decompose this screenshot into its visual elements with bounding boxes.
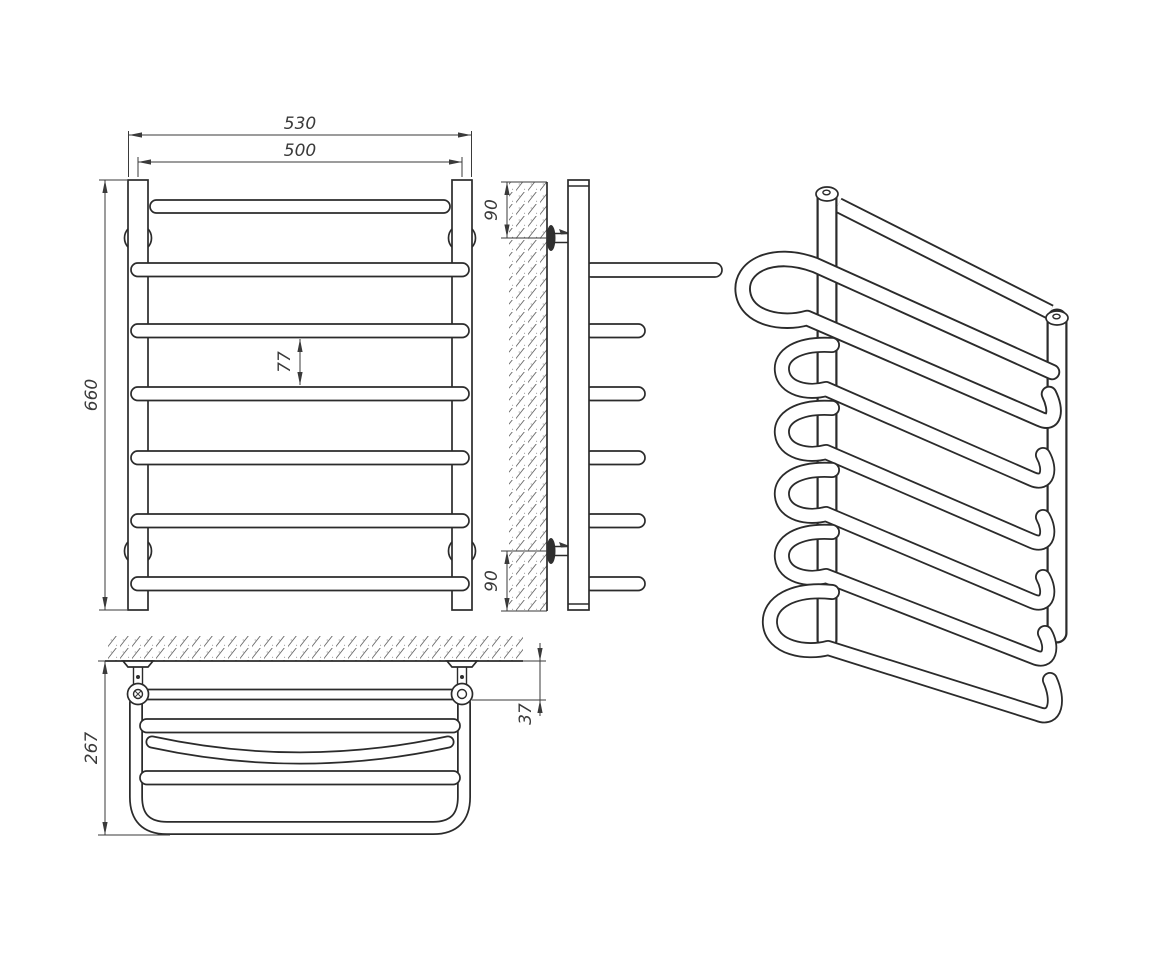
post-left-screw-3d [822,189,831,196]
flush-rail-plan [147,688,453,701]
post-end-caps [568,185,589,605]
rung-stub [583,576,646,592]
dim-530: 530 [128,114,472,177]
rung [130,386,470,402]
dim-267: 267 [82,660,170,836]
post-right-screw-3d [1052,313,1061,320]
wall-section-hatch [509,182,547,611]
rung-stubs-side [583,262,723,592]
rung-top-flush [149,199,451,214]
dim-660: 660 [82,179,127,611]
dim-500: 500 [137,141,463,177]
front-view: 530 500 660 77 [82,114,477,611]
wall-plan-hatch [105,636,523,661]
post-left-cap-3d [815,186,839,202]
side-view: 90 90 [482,179,723,612]
rung-stub [583,450,646,466]
rung-stub [583,386,646,402]
dim-37: 37 [472,643,546,725]
rung-stub [583,323,646,339]
bracket-plan-right [450,682,474,706]
dim-77: 77 [275,339,303,385]
dim-660-label: 660 [82,379,102,411]
dim-90-bottom: 90 [482,550,547,611]
shelf-bar-plan [139,770,461,786]
dim-77-label: 77 [275,351,295,373]
rung [130,262,470,278]
rungs-front [130,262,470,592]
rung [130,576,470,592]
rung-stub [583,513,646,529]
mount-foot-right [445,660,479,684]
rung-bar-plan [139,718,461,734]
rung [130,450,470,466]
perspective-view [743,186,1069,715]
mount-foot-left [121,660,155,684]
dim-90-top-label: 90 [482,199,502,221]
dim-37-label: 37 [516,703,536,725]
shelf-rail-stub [583,262,723,278]
post-right-cap-3d [1045,310,1069,326]
dim-90-bottom-label: 90 [482,570,502,592]
dim-90-top: 90 [482,182,547,239]
dim-500-label: 500 [284,141,316,161]
rung [130,513,470,529]
plan-view: 267 37 [82,636,546,836]
rung [130,323,470,339]
wall-edges [501,181,547,612]
dim-530-label: 530 [284,114,316,134]
post-side [567,179,590,611]
dim-267-label: 267 [82,732,102,765]
bracket-plan-left [126,682,150,706]
